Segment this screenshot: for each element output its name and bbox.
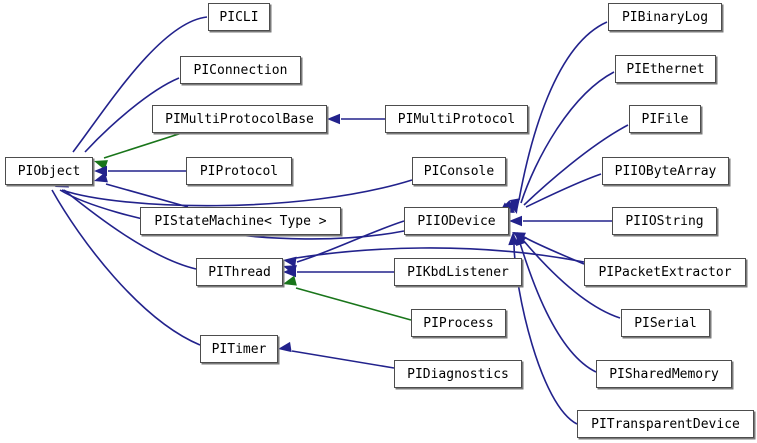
arrowhead-piprocess-to-pithread — [283, 275, 297, 286]
class-node-pikbdlistener[interactable]: PIKbdListener — [394, 258, 522, 286]
class-node-label: PISerial — [634, 315, 697, 331]
class-node-label: PIEthernet — [626, 61, 705, 77]
arrowhead-pipacketextractor-to-piiodevice — [512, 232, 526, 243]
class-node-label: PIBinaryLog — [621, 9, 709, 25]
edge-pidiagnostics-to-pitimer — [291, 350, 395, 369]
arrowhead-pistatemachine-to-piobject — [94, 172, 108, 183]
arrowhead-piserial-to-piiodevice — [514, 232, 527, 245]
class-node-piethernet[interactable]: PIEthernet — [615, 55, 716, 83]
class-node-label: PIIOByteArray — [614, 163, 717, 179]
arrowhead-piethernet-to-piiodevice — [508, 200, 518, 214]
class-node-pitimer[interactable]: PITimer — [200, 335, 278, 363]
class-node-pithread[interactable]: PIThread — [196, 258, 283, 286]
edge-piiobytearray-to-piiodevice — [525, 173, 602, 208]
arrowhead-piiodevice-to-pithread — [283, 265, 297, 275]
class-node-label: PIConnection — [193, 62, 288, 78]
class-node-piserial[interactable]: PISerial — [621, 309, 710, 337]
edge-pibinarylog-to-piiodevice — [518, 21, 608, 201]
arrowhead-pidiagnostics-to-pitimer — [278, 341, 292, 353]
class-node-pisharedmemory[interactable]: PISharedMemory — [596, 360, 732, 388]
edge-pistatemachine-to-piobject — [105, 183, 189, 208]
edge-piprocess-to-pithread — [295, 287, 412, 321]
class-node-pidiagnostics[interactable]: PIDiagnostics — [394, 360, 522, 388]
class-node-pimultiprotocolbase[interactable]: PIMultiProtocolBase — [152, 105, 327, 133]
arrowhead-piprotocol-to-piobject — [94, 165, 107, 177]
edge-pipacketextractor-to-piiodevice — [523, 236, 585, 265]
class-node-piiobytearray[interactable]: PIIOByteArray — [602, 157, 729, 185]
class-node-label: PITimer — [211, 341, 267, 357]
class-node-piiostring[interactable]: PIIOString — [612, 207, 717, 235]
arrowhead-piiostring-to-piiodevice — [509, 215, 522, 227]
class-node-label: PIIOString — [625, 213, 704, 229]
class-node-label: PIStateMachine< Type > — [154, 213, 327, 229]
class-node-label: PIDiagnostics — [407, 366, 509, 382]
class-node-pimultiprotocol[interactable]: PIMultiProtocol — [385, 105, 528, 133]
arrowhead-pipacketextractor-to-pithread — [283, 256, 297, 267]
class-node-label: PIThread — [208, 264, 271, 280]
class-node-label: PIPacketExtractor — [598, 264, 732, 280]
arrowhead-pimultiprotocol-to-pimultiprotocolbase — [327, 113, 340, 125]
class-node-label: PIFile — [641, 111, 689, 127]
edge-pitransparentdevice-to-piiodevice — [513, 244, 578, 425]
class-node-label: PIIODevice — [417, 213, 496, 229]
class-node-pitransparentdevice[interactable]: PITransparentDevice — [577, 410, 754, 438]
class-node-label: PIMultiProtocolBase — [165, 111, 314, 127]
class-node-label: PITransparentDevice — [591, 416, 740, 432]
class-node-label: PIConsole — [423, 163, 495, 179]
class-node-pibinarylog[interactable]: PIBinaryLog — [608, 3, 722, 31]
class-node-piiodevice[interactable]: PIIODevice — [404, 207, 509, 235]
class-node-pistatemachine[interactable]: PIStateMachine< Type > — [140, 207, 341, 235]
class-node-piconsole[interactable]: PIConsole — [412, 157, 506, 185]
class-node-label: PIKbdListener — [407, 264, 509, 280]
arrowhead-pikbdlistener-to-pithread — [283, 266, 296, 278]
class-node-pifile[interactable]: PIFile — [629, 105, 701, 133]
arrowhead-pibinarylog-to-piiodevice — [509, 198, 520, 212]
class-node-piprocess[interactable]: PIProcess — [411, 309, 506, 337]
class-node-label: PICLI — [219, 9, 259, 25]
arrowhead-pitransparentdevice-to-piiodevice — [508, 232, 519, 246]
class-node-picli[interactable]: PICLI — [208, 3, 270, 31]
class-node-piobject[interactable]: PIObject — [5, 157, 93, 185]
edge-piethernet-to-piiodevice — [520, 71, 615, 204]
class-node-label: PIProtocol — [199, 163, 279, 179]
edge-pimultiprotocolbase-to-piobject — [103, 131, 186, 159]
class-node-piconnection[interactable]: PIConnection — [180, 56, 301, 84]
class-node-label: PIMultiProtocol — [397, 111, 516, 127]
class-node-pipacketextractor[interactable]: PIPacketExtractor — [584, 258, 746, 286]
class-node-label: PIObject — [17, 163, 81, 179]
class-node-piprotocol[interactable]: PIProtocol — [186, 157, 292, 185]
arrowhead-pimultiprotocolbase-to-piobject — [94, 160, 108, 170]
class-node-label: PIProcess — [423, 315, 494, 331]
class-node-label: PISharedMemory — [609, 366, 719, 382]
arrowhead-pisharedmemory-to-piiodevice — [516, 232, 526, 246]
